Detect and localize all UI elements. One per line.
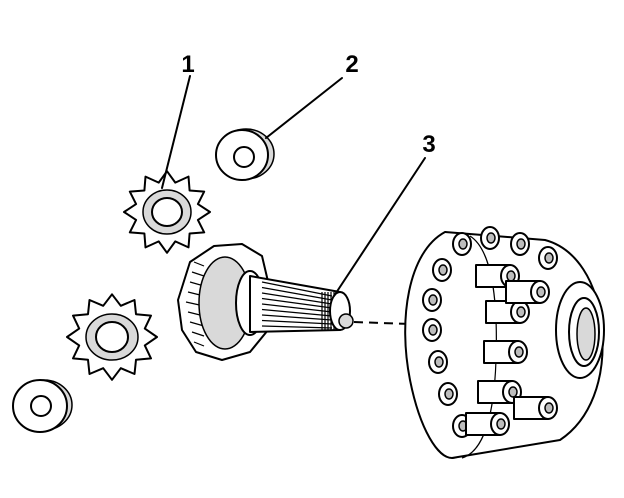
case-lug-hole: [508, 386, 518, 398]
assembly-axis-dashed-line: [353, 321, 411, 325]
shaft-spline: [261, 281, 333, 297]
case-bolt-hole: [438, 264, 448, 276]
shaft-spline: [261, 292, 333, 305]
side-gear-tooth: [193, 261, 205, 267]
case-lug-hole: [514, 346, 524, 358]
callout-2: 2: [345, 51, 358, 78]
case-bolt-hole: [486, 232, 496, 244]
differential-case: [404, 226, 605, 459]
shaft-spline: [261, 286, 333, 301]
case-lug-hole: [536, 286, 546, 298]
pinion-gear-upper: [123, 170, 211, 254]
case-bolt-hole: [428, 324, 438, 336]
callout-1: 1: [181, 51, 194, 78]
side-gear-tooth: [193, 341, 205, 347]
callout-2-leader: [265, 77, 343, 139]
case-bolt-hole: [434, 356, 444, 368]
callout-3: 3: [422, 131, 435, 158]
case-lug-hole: [506, 270, 516, 282]
side-gear-tooth: [191, 331, 205, 337]
thrust-washer-lower: [12, 379, 73, 433]
shaft-spline: [261, 308, 333, 317]
case-bolt-hole: [428, 294, 438, 306]
case-lug-hole: [516, 306, 526, 318]
case-bolt-hole: [544, 252, 554, 264]
shaft-spline: [261, 297, 333, 309]
side-gear-and-shaft: [177, 243, 354, 361]
shaft-spline: [261, 325, 333, 329]
case-bolt-hole: [458, 238, 468, 250]
pinion-gear-lower: [66, 293, 158, 381]
shaft-spline: [261, 303, 333, 313]
callout-1-leader: [161, 75, 191, 189]
case-bolt-hole: [516, 238, 526, 250]
side-gear-tooth: [191, 271, 205, 277]
shaft-spline: [261, 319, 333, 325]
callout-3-leader: [333, 157, 426, 297]
case-lug-hole: [496, 418, 506, 430]
case-bolt-hole: [444, 388, 454, 400]
thrust-washer-upper: [215, 128, 275, 181]
case-lug-hole: [544, 402, 554, 414]
shaft-spline: [261, 314, 333, 321]
